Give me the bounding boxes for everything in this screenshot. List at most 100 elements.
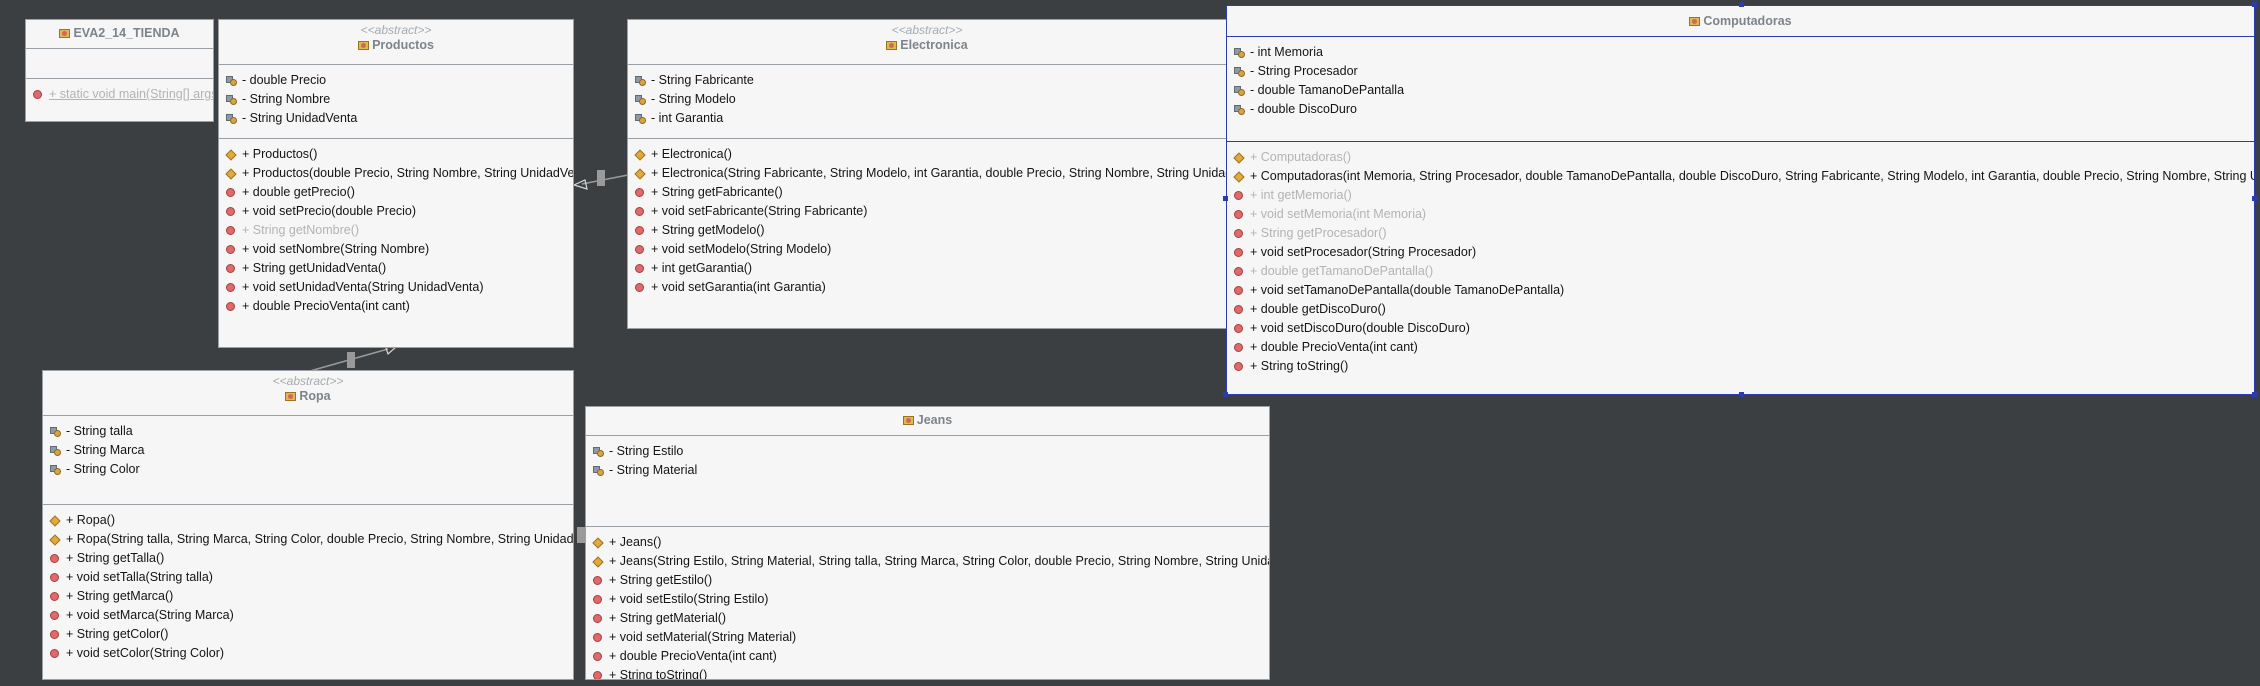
method-row[interactable]: + void setGarantia(int Garantia) bbox=[628, 278, 1226, 297]
field-row[interactable]: - int Memoria bbox=[1227, 43, 2254, 62]
method-row[interactable]: + String getMaterial() bbox=[586, 609, 1269, 628]
fields-section: - int Memoria- String Procesador- double… bbox=[1227, 37, 2254, 141]
method-icon bbox=[1234, 286, 1243, 295]
fields-section: - String Estilo - String Material bbox=[586, 436, 1269, 526]
method-label: + double getPrecio() bbox=[242, 185, 355, 199]
selection-handle[interactable] bbox=[1739, 2, 1744, 7]
field-label: - String talla bbox=[66, 424, 133, 438]
field-row[interactable]: - String Modelo bbox=[628, 90, 1226, 109]
method-row[interactable]: + void setTalla(String talla) bbox=[43, 568, 573, 587]
method-row[interactable]: + double getDiscoDuro() bbox=[1227, 300, 2254, 319]
method-row[interactable]: + Ropa(String talla, String Marca, Strin… bbox=[43, 530, 573, 549]
selection-handle[interactable] bbox=[2252, 2, 2257, 7]
selection-handle[interactable] bbox=[2252, 392, 2257, 397]
method-row[interactable]: + String getColor() bbox=[43, 625, 573, 644]
field-row[interactable]: - String Nombre bbox=[219, 90, 573, 109]
method-row[interactable]: + int getMemoria() bbox=[1227, 186, 2254, 205]
field-label: - int Garantia bbox=[651, 111, 724, 125]
field-label: - String Estilo bbox=[609, 444, 684, 458]
method-row[interactable]: + double PrecioVenta(int cant) bbox=[586, 647, 1269, 666]
edge-handle bbox=[347, 352, 355, 368]
method-row[interactable]: + void setProcesador(String Procesador) bbox=[1227, 243, 2254, 262]
divider bbox=[43, 504, 573, 505]
field-row[interactable]: - String UnidadVenta bbox=[219, 109, 573, 128]
method-row[interactable]: + static void main(String[] args) bbox=[26, 85, 213, 104]
method-row[interactable]: + Computadoras(int Memoria, String Proce… bbox=[1227, 167, 2254, 186]
method-row[interactable]: + Computadoras() bbox=[1227, 148, 2254, 167]
method-row[interactable]: + void setColor(String Color) bbox=[43, 644, 573, 663]
field-row[interactable]: - int Garantia bbox=[628, 109, 1226, 128]
methods-section: + Ropa()+ Ropa(String talla, String Marc… bbox=[43, 505, 573, 667]
method-label: + String getTalla() bbox=[66, 551, 165, 565]
class-electronica[interactable]: <<abstract>> Electronica - String Fabric… bbox=[627, 19, 1227, 329]
field-icon bbox=[1234, 47, 1245, 58]
method-row[interactable]: + void setTamanoDePantalla(double Tamano… bbox=[1227, 281, 2254, 300]
method-label: + String toString() bbox=[609, 668, 708, 680]
method-row[interactable]: + String getTalla() bbox=[43, 549, 573, 568]
method-row[interactable]: + void setPrecio(double Precio) bbox=[219, 202, 573, 221]
method-row[interactable]: + String toString() bbox=[1227, 357, 2254, 376]
field-row[interactable]: - String Fabricante bbox=[628, 71, 1226, 90]
method-row[interactable]: + void setUnidadVenta(String UnidadVenta… bbox=[219, 278, 573, 297]
method-row[interactable]: + Productos(double Precio, String Nombre… bbox=[219, 164, 573, 183]
method-row[interactable]: + double getTamanoDePantalla() bbox=[1227, 262, 2254, 281]
method-row[interactable]: + double PrecioVenta(int cant) bbox=[1227, 338, 2254, 357]
method-row[interactable]: + String toString() bbox=[586, 666, 1269, 680]
method-row[interactable]: + Jeans() bbox=[586, 533, 1269, 552]
field-row[interactable]: - double TamanoDePantalla bbox=[1227, 81, 2254, 100]
method-row[interactable]: + String getProcesador() bbox=[1227, 224, 2254, 243]
field-row[interactable]: - String Color bbox=[43, 460, 573, 479]
field-row[interactable]: - String talla bbox=[43, 422, 573, 441]
class-productos[interactable]: <<abstract>> Productos - double Precio- … bbox=[218, 19, 574, 348]
field-icon bbox=[50, 445, 61, 456]
method-row[interactable]: + void setMarca(String Marca) bbox=[43, 606, 573, 625]
selection-handle[interactable] bbox=[1739, 392, 1744, 397]
field-icon bbox=[50, 426, 61, 437]
selection-handle[interactable] bbox=[1223, 196, 1228, 201]
method-row[interactable]: + Jeans(String Estilo, String Material, … bbox=[586, 552, 1269, 571]
method-row[interactable]: + void setMaterial(String Material) bbox=[586, 628, 1269, 647]
field-row[interactable]: - String Procesador bbox=[1227, 62, 2254, 81]
method-row[interactable]: + String getNombre() bbox=[219, 221, 573, 240]
method-row[interactable]: + void setDiscoDuro(double DiscoDuro) bbox=[1227, 319, 2254, 338]
method-row[interactable]: + Productos() bbox=[219, 145, 573, 164]
method-icon bbox=[593, 614, 602, 623]
method-row[interactable]: + void setMemoria(int Memoria) bbox=[1227, 205, 2254, 224]
method-icon bbox=[1234, 305, 1243, 314]
field-row[interactable]: - double DiscoDuro bbox=[1227, 100, 2254, 119]
generalization-jeans-ropa[interactable] bbox=[577, 527, 586, 543]
method-row[interactable]: + String getUnidadVenta() bbox=[219, 259, 573, 278]
class-jeans[interactable]: Jeans - String Estilo- String Material +… bbox=[585, 406, 1270, 680]
method-row[interactable]: + int getGarantia() bbox=[628, 259, 1226, 278]
generalization-electronica-productos[interactable] bbox=[572, 170, 629, 190]
method-row[interactable]: + Electronica() bbox=[628, 145, 1226, 164]
method-icon bbox=[1234, 248, 1243, 257]
method-row[interactable]: + Ropa() bbox=[43, 511, 573, 530]
method-row[interactable]: + double PrecioVenta(int cant) bbox=[219, 297, 573, 316]
selection-handle[interactable] bbox=[1223, 392, 1228, 397]
method-row[interactable]: + String getModelo() bbox=[628, 221, 1226, 240]
selection-handle[interactable] bbox=[2252, 196, 2257, 201]
generalization-ropa-productos[interactable] bbox=[309, 344, 398, 372]
class-ropa[interactable]: <<abstract>> Ropa - String talla- String… bbox=[42, 370, 574, 680]
method-icon bbox=[226, 226, 235, 235]
field-icon bbox=[1234, 85, 1245, 96]
method-label: + int getGarantia() bbox=[651, 261, 753, 275]
method-row[interactable]: + String getMarca() bbox=[43, 587, 573, 606]
field-row[interactable]: - String Material bbox=[586, 461, 1269, 480]
method-row[interactable]: + Electronica(String Fabricante, String … bbox=[628, 164, 1226, 183]
method-row[interactable]: + void setFabricante(String Fabricante) bbox=[628, 202, 1226, 221]
method-row[interactable]: + String getEstilo() bbox=[586, 571, 1269, 590]
method-row[interactable]: + void setEstilo(String Estilo) bbox=[586, 590, 1269, 609]
method-row[interactable]: + void setModelo(String Modelo) bbox=[628, 240, 1226, 259]
method-icon bbox=[1234, 229, 1243, 238]
method-row[interactable]: + double getPrecio() bbox=[219, 183, 573, 202]
field-row[interactable]: - String Marca bbox=[43, 441, 573, 460]
method-row[interactable]: + void setNombre(String Nombre) bbox=[219, 240, 573, 259]
class-computadoras[interactable]: Computadoras - int Memoria- String Proce… bbox=[1226, 5, 2255, 395]
field-row[interactable]: - String Estilo bbox=[586, 442, 1269, 461]
class-main[interactable]: EVA2_14_TIENDA + static void main(String… bbox=[25, 19, 214, 122]
field-icon bbox=[226, 113, 237, 124]
method-row[interactable]: + String getFabricante() bbox=[628, 183, 1226, 202]
field-row[interactable]: - double Precio bbox=[219, 71, 573, 90]
